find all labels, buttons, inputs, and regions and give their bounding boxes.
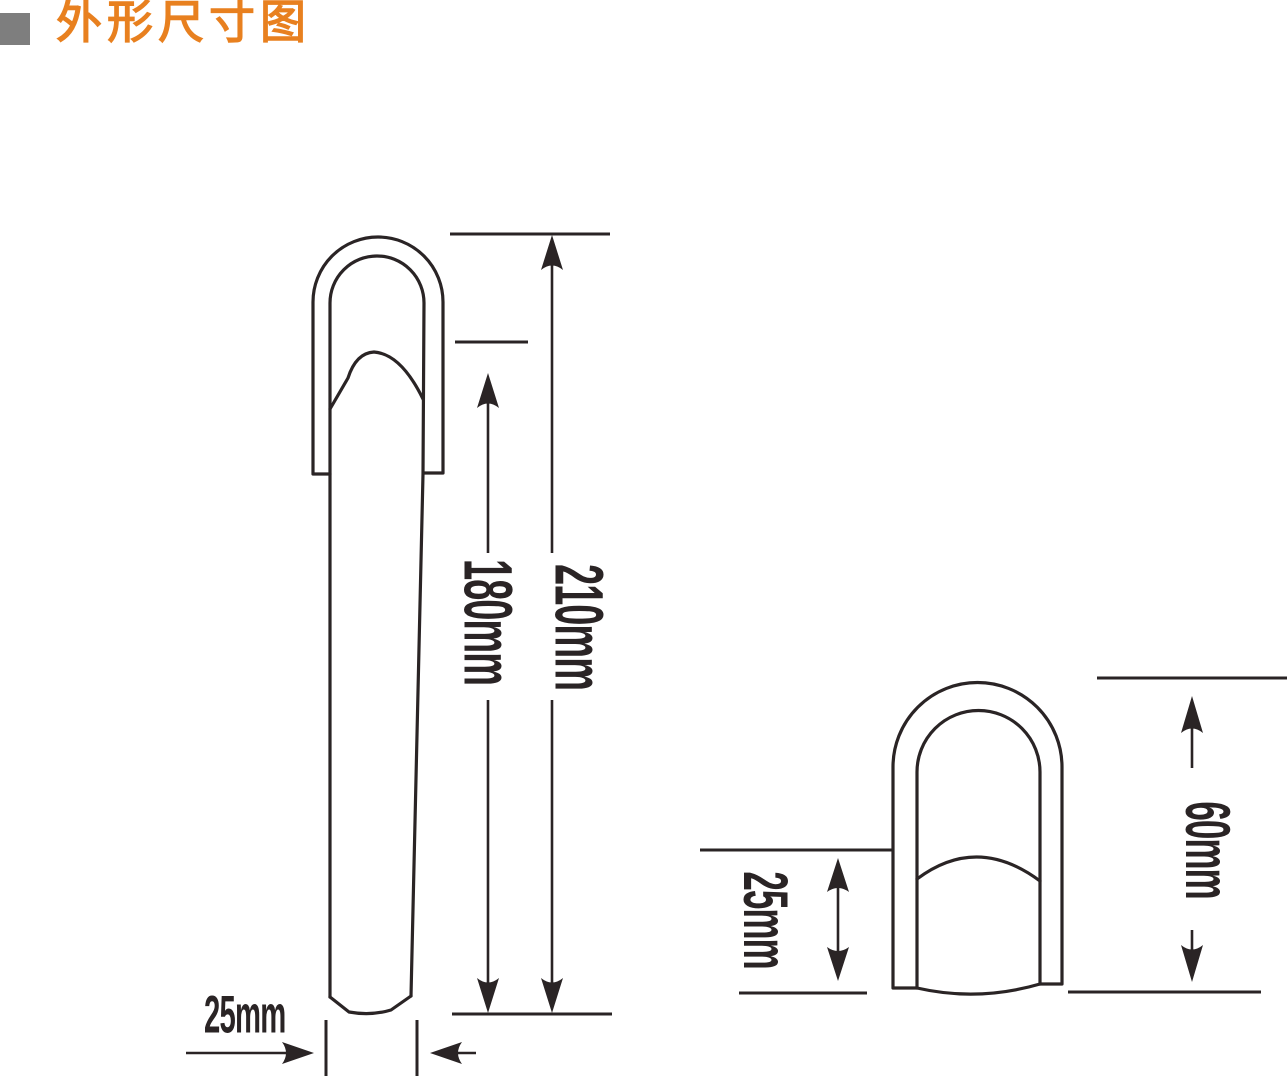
dim-210-arrow-down xyxy=(541,978,563,1013)
dim-25-side-arrow-down xyxy=(827,947,849,981)
front-probe-cap-outer xyxy=(311,235,445,476)
front-view-dimensions xyxy=(186,232,612,1076)
side-probe-bottom xyxy=(915,982,1042,996)
dim-label-180mm: 180mm xyxy=(448,559,524,685)
dim-label-25mm-tip: 25mm xyxy=(729,871,800,969)
front-view-probe-outline xyxy=(311,235,445,1016)
page-title: 外形尺寸图 xyxy=(56,0,311,48)
dim-25-side-arrow-up xyxy=(827,858,849,892)
title-bullet-square xyxy=(0,13,30,45)
front-probe-body-top xyxy=(328,350,425,411)
dim-60-arrow-down xyxy=(1181,945,1203,982)
dim-label-60mm: 60mm xyxy=(1171,801,1242,899)
dim-label-25mm-width: 25mm xyxy=(204,986,286,1045)
side-probe-cap-inner xyxy=(915,708,1042,990)
dim-25-arrow-right xyxy=(282,1042,314,1064)
dim-60-arrow-up xyxy=(1181,696,1203,733)
front-probe-cap-inner-and-body xyxy=(328,254,426,999)
dim-25-arrow-left xyxy=(430,1042,462,1064)
dim-180-arrow-down xyxy=(477,978,499,1013)
side-view-dimensions xyxy=(700,676,1287,995)
front-probe-tip xyxy=(328,994,413,1016)
dim-180-arrow-up xyxy=(477,373,499,408)
side-view-probe-outline xyxy=(891,680,1064,996)
side-probe-body-top xyxy=(915,855,1042,883)
dim-210-arrow-up xyxy=(541,235,563,270)
dim-label-210mm: 210mm xyxy=(539,564,615,690)
side-probe-cap-outer xyxy=(891,680,1064,990)
